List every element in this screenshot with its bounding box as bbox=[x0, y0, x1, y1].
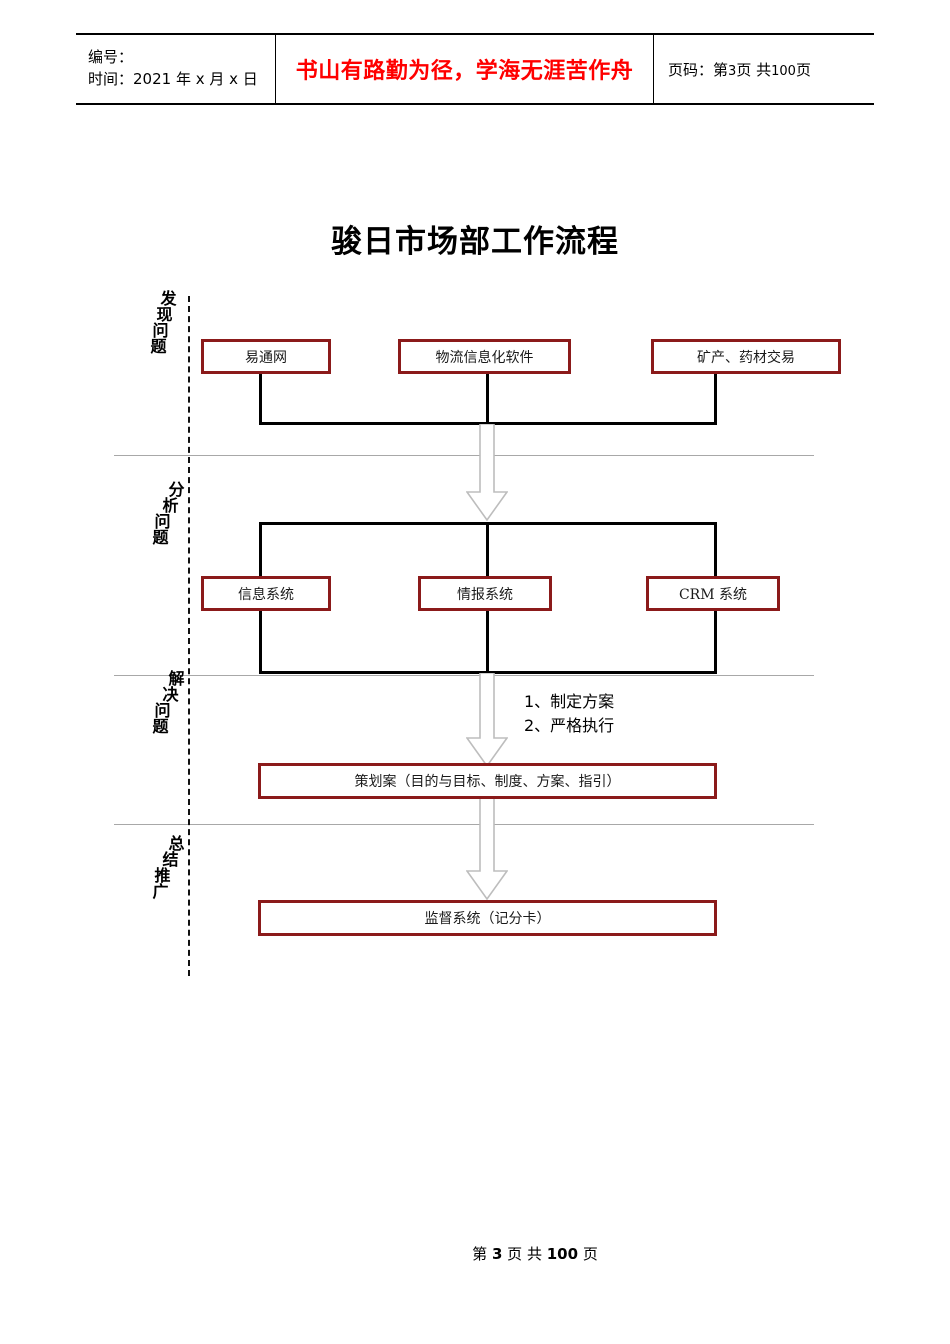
stage-char: 题 bbox=[152, 717, 169, 736]
flow-box-info-system[interactable]: 信息系统 bbox=[201, 576, 331, 611]
stage-label-summarize: 总 结 推 广 bbox=[152, 834, 185, 900]
flow-arrow-down-2 bbox=[466, 673, 508, 768]
stage-char: 题 bbox=[150, 337, 167, 356]
stage-char: 广 bbox=[152, 882, 169, 901]
flow-arrow-down-1 bbox=[466, 424, 508, 522]
connector-stem-row1-center bbox=[486, 370, 489, 425]
header-page-label: 页码： bbox=[668, 60, 714, 79]
flow-box-logistics-software[interactable]: 物流信息化软件 bbox=[398, 339, 571, 374]
footer-page-total: 100 bbox=[546, 1245, 579, 1263]
stage-label-solve: 解 决 问 题 bbox=[152, 669, 185, 735]
stage-char: 分 bbox=[168, 480, 185, 499]
header-page-total: 100 bbox=[771, 63, 796, 79]
stage-label-discover: 发 现 问 题 bbox=[150, 289, 177, 355]
stage-char: 析 bbox=[162, 496, 179, 515]
header-cell-pagination: 页码：第3页 共100页 bbox=[654, 35, 874, 103]
flow-box-crm-system[interactable]: CRM 系统 bbox=[646, 576, 780, 611]
flow-box-intel-system[interactable]: 情报系统 bbox=[418, 576, 552, 611]
flow-box-plan[interactable]: 策划案（目的与目标、制度、方案、指引） bbox=[258, 763, 717, 799]
stage-separator-3 bbox=[114, 824, 814, 825]
header-page-unit: 页 bbox=[736, 60, 752, 79]
stage-label-analyze: 分 析 问 题 bbox=[152, 480, 185, 546]
header-page-current: 3 bbox=[728, 63, 737, 79]
header-page-total-prefix: 共 bbox=[756, 60, 772, 79]
stage-char: 现 bbox=[156, 305, 173, 324]
header-page-prefix: 第 bbox=[713, 60, 729, 79]
document-header-table: 编号： 时间：2021 年 x 月 x 日 书山有路勤为径，学海无涯苦作舟 页码… bbox=[76, 33, 874, 105]
page-footer: 第 3 页 共 100 页 bbox=[0, 1243, 950, 1264]
stage-char: 结 bbox=[162, 850, 179, 869]
flow-box-monitor[interactable]: 监督系统（记分卡） bbox=[258, 900, 717, 936]
flow-box-mineral-herb-trade[interactable]: 矿产、药材交易 bbox=[651, 339, 841, 374]
header-motto-text: 书山有路勤为径，学海无涯苦作舟 bbox=[295, 59, 634, 84]
flow-box-yitongwang[interactable]: 易通网 bbox=[201, 339, 331, 374]
stage-char: 问 bbox=[154, 512, 171, 531]
stage-char: 总 bbox=[168, 834, 185, 853]
footer-page-total-unit: 页 bbox=[582, 1245, 598, 1263]
stage-char: 推 bbox=[154, 866, 171, 885]
stage-char: 决 bbox=[162, 685, 179, 704]
header-date: 时间：2021 年 x 月 x 日 bbox=[88, 70, 258, 88]
stage-char: 问 bbox=[154, 701, 171, 720]
stage-separator-2 bbox=[114, 675, 814, 676]
footer-page-prefix: 第 bbox=[472, 1245, 488, 1263]
stage-separator-1 bbox=[114, 455, 814, 456]
stage-char: 解 bbox=[168, 669, 185, 688]
stage-spine-dashed-line bbox=[188, 296, 190, 976]
header-serial-number: 编号： bbox=[88, 48, 134, 67]
stage-char: 发 bbox=[160, 289, 177, 308]
flow-annotation-line2: 2、严格执行 bbox=[524, 716, 615, 735]
footer-page-current: 3 bbox=[491, 1245, 503, 1263]
header-cell-motto: 书山有路勤为径，学海无涯苦作舟 bbox=[276, 35, 654, 103]
stage-char: 题 bbox=[152, 528, 169, 547]
page-title: 骏日市场部工作流程 bbox=[331, 224, 619, 260]
footer-page-unit: 页 bbox=[507, 1245, 523, 1263]
stage-char: 问 bbox=[152, 321, 169, 340]
header-page-total-unit: 页 bbox=[795, 60, 811, 79]
flow-arrow-down-3 bbox=[466, 798, 508, 901]
header-cell-meta: 编号： 时间：2021 年 x 月 x 日 bbox=[76, 35, 276, 103]
footer-page-total-prefix: 共 bbox=[526, 1245, 542, 1263]
flow-annotation-line1: 1、制定方案 bbox=[524, 692, 615, 711]
header-pagination-text: 页码：第3页 共100页 bbox=[668, 59, 864, 80]
